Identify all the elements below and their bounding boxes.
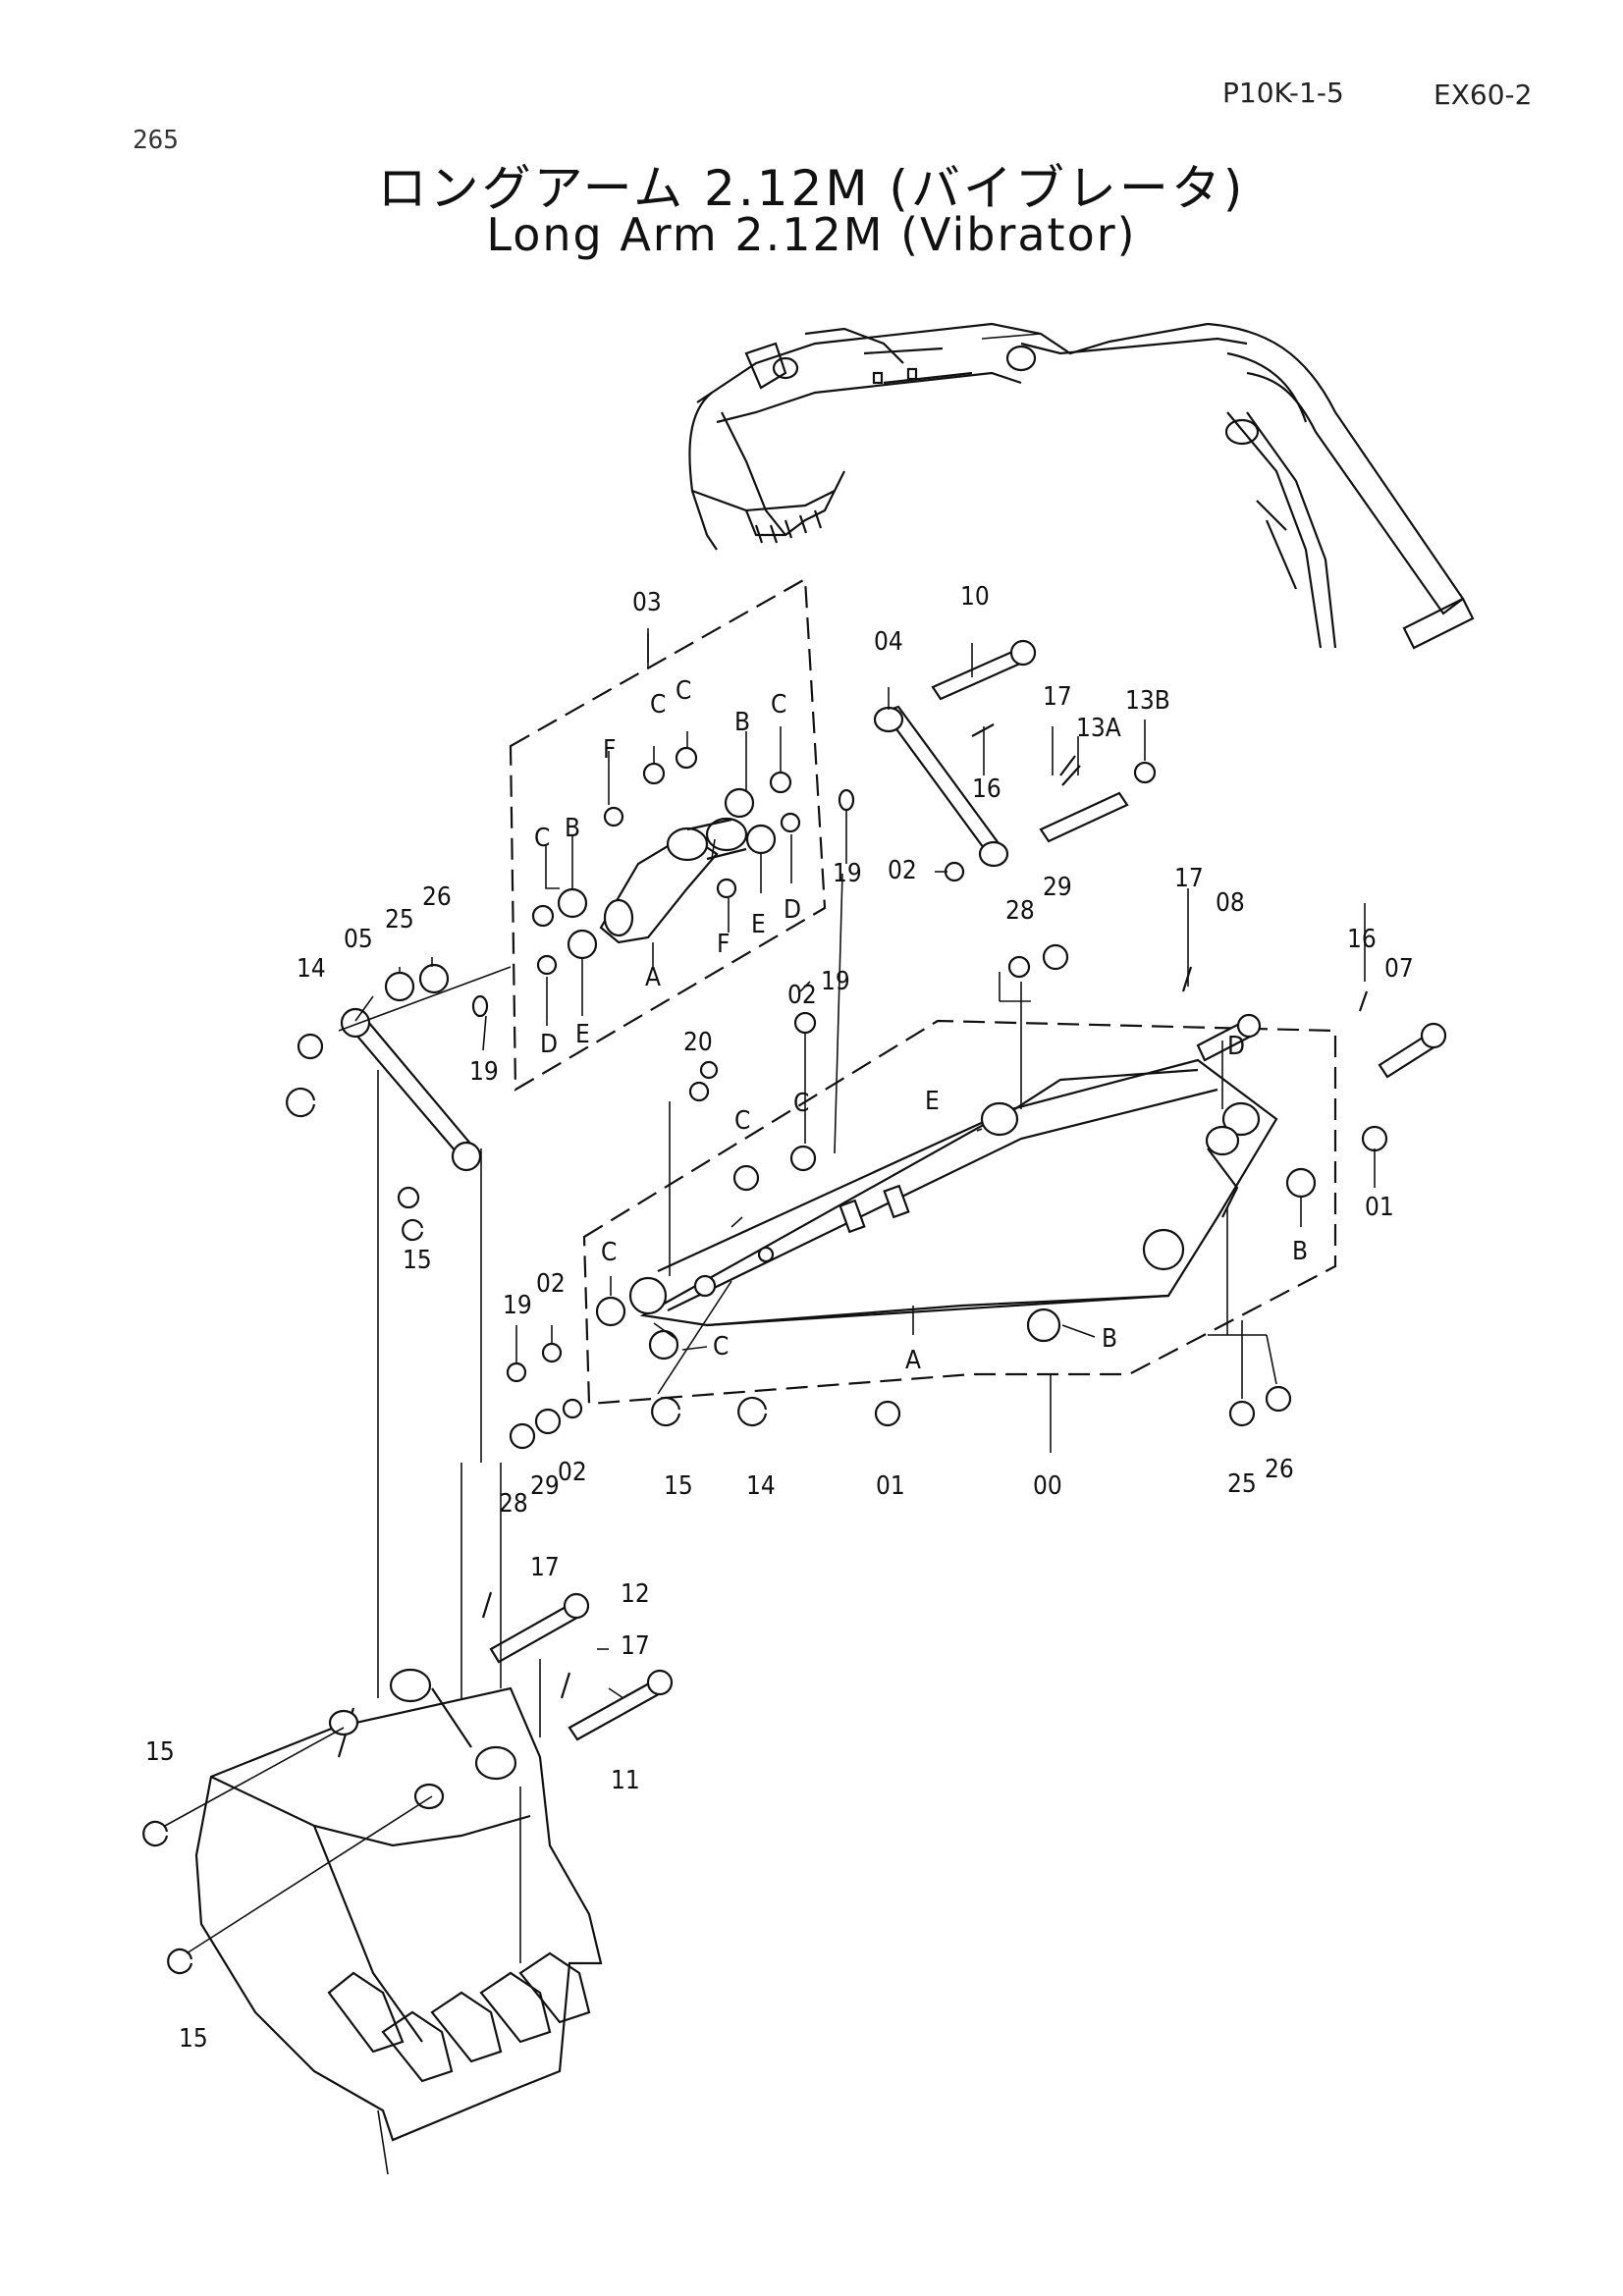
callout-08: 08 — [1216, 888, 1245, 918]
callout-B: B — [1292, 1237, 1308, 1266]
callout-25: 25 — [1227, 1469, 1257, 1499]
callout-C: C — [534, 824, 550, 853]
callout-C: C — [713, 1332, 729, 1362]
callout-C: C — [601, 1238, 617, 1267]
callout-A: A — [905, 1346, 921, 1375]
callout-D: D — [540, 1030, 558, 1059]
callout-E: E — [925, 1087, 940, 1116]
pin-20-part — [669, 1081, 710, 1276]
callout-labels: 03 04 10 17 13B 13A 16 C C B C F C B 26 … — [145, 582, 1414, 2054]
title-japanese: ロングアーム 2.12M (バイブレータ) — [377, 160, 1246, 217]
callout-05: 05 — [344, 925, 373, 954]
arm-00-part — [628, 1058, 1278, 1327]
callout-15: 15 — [179, 2024, 208, 2054]
pin-07-part — [1358, 990, 1447, 1079]
callout-15: 15 — [403, 1246, 432, 1275]
link-05-part — [297, 966, 512, 1209]
callout-12: 12 — [621, 1579, 650, 1609]
leader-lines — [164, 633, 1376, 1963]
bucket-illustration — [194, 1668, 603, 2175]
callout-28: 28 — [1005, 896, 1035, 926]
callout-15: 15 — [145, 1737, 175, 1767]
callout-D: D — [784, 895, 801, 925]
bushings-group-03 — [384, 746, 855, 1018]
section-code: P10K-1-5 — [1222, 77, 1344, 109]
pin-13-parts — [1039, 755, 1157, 843]
callout-20: 20 — [683, 1028, 713, 1057]
callout-02: 02 — [536, 1269, 566, 1299]
callout-01: 01 — [1365, 1193, 1394, 1222]
callout-14: 14 — [746, 1471, 776, 1501]
callout-10: 10 — [960, 582, 990, 612]
callout-B: B — [1102, 1324, 1117, 1354]
callout-F: F — [603, 735, 616, 765]
pin-12-part — [481, 1591, 590, 1664]
callout-17: 17 — [621, 1631, 650, 1661]
callout-17: 17 — [1043, 682, 1072, 712]
callout-02: 02 — [787, 981, 817, 1010]
callout-13A: 13A — [1076, 714, 1121, 743]
callout-16: 16 — [972, 774, 1001, 804]
callout-00: 00 — [1033, 1471, 1062, 1501]
callout-E: E — [751, 910, 766, 939]
pin-10-part — [931, 639, 1037, 737]
callout-15: 15 — [664, 1471, 693, 1501]
callout-07: 07 — [1384, 954, 1414, 984]
callout-19: 19 — [469, 1057, 499, 1087]
callout-A: A — [645, 963, 661, 992]
callout-11: 11 — [611, 1766, 640, 1795]
callout-25: 25 — [385, 905, 414, 934]
callout-C: C — [793, 1089, 809, 1118]
callout-29: 29 — [1043, 873, 1072, 902]
callout-26: 26 — [422, 882, 452, 912]
callout-04: 04 — [874, 627, 903, 657]
callout-14: 14 — [297, 954, 326, 984]
callout-F: F — [717, 930, 730, 959]
callout-17: 17 — [1174, 864, 1204, 893]
callout-B: B — [734, 708, 750, 737]
callout-03: 03 — [632, 588, 662, 617]
callout-17: 17 — [530, 1553, 560, 1582]
snap-rings — [142, 1087, 768, 1975]
callout-19: 19 — [821, 967, 850, 996]
callout-E: E — [575, 1020, 590, 1049]
callout-C: C — [771, 690, 786, 720]
callout-02: 02 — [888, 856, 917, 885]
excavator-overview-illustration — [688, 322, 1475, 650]
callout-C: C — [650, 690, 666, 720]
group-outline-03 — [509, 577, 827, 1092]
bushings-group-00 — [506, 943, 1388, 1450]
callout-C: C — [734, 1106, 750, 1136]
callout-28: 28 — [499, 1489, 528, 1519]
pin-08-part — [1181, 966, 1262, 1062]
callout-13B: 13B — [1125, 686, 1170, 716]
callout-D: D — [1227, 1032, 1245, 1061]
link-04-part — [873, 705, 1009, 882]
callout-29: 29 — [530, 1471, 560, 1501]
page-number: 265 — [133, 126, 179, 155]
callout-16: 16 — [1347, 925, 1377, 954]
group-outline-00 — [582, 1019, 1337, 1453]
callout-C: C — [676, 676, 691, 706]
callout-26: 26 — [1265, 1455, 1294, 1484]
callout-B: B — [565, 814, 580, 843]
callout-19: 19 — [503, 1291, 532, 1320]
callout-02: 02 — [558, 1458, 587, 1487]
callout-01: 01 — [876, 1471, 905, 1501]
pin-11-part — [560, 1669, 674, 1741]
bucket-link-part — [599, 817, 748, 944]
model-code: EX60-2 — [1434, 79, 1533, 111]
callout-19: 19 — [833, 859, 862, 888]
title-english: Long Arm 2.12M (Vibrator) — [486, 208, 1137, 261]
